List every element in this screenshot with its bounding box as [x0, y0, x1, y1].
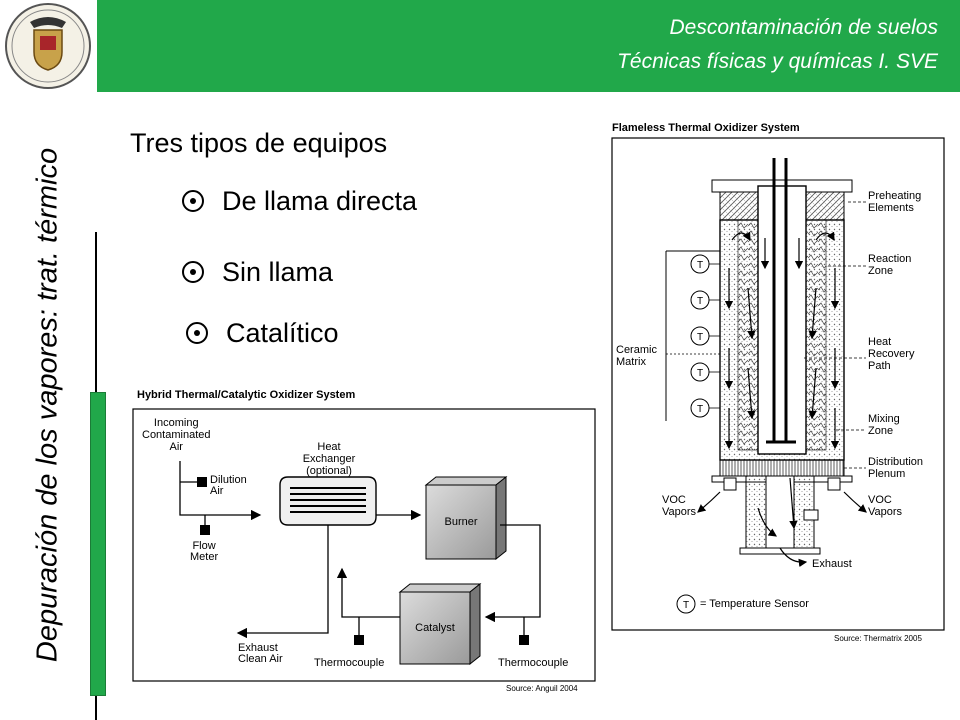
side-title: Depuración de los vapores: trat. térmico — [31, 147, 64, 663]
bullet-icon — [182, 190, 204, 212]
sensor-icon: T — [697, 332, 703, 343]
bullet-label: De llama directa — [222, 186, 418, 216]
thermocouple-right-label: Thermocouple — [498, 657, 569, 669]
burner-label: Burner — [444, 516, 478, 528]
flameless-figure-title: Flameless Thermal Oxidizer System — [612, 122, 800, 134]
side-title-wrap: Depuración de los vapores: trat. térmico — [18, 95, 78, 715]
header-banner: Descontaminación de suelos Técnicas físi… — [97, 0, 960, 92]
exhaust-label: Exhaust — [812, 558, 852, 570]
hybrid-oxidizer-figure: Hybrid Thermal/Catalytic Oxidizer System — [130, 385, 600, 697]
bullet-icon — [186, 322, 208, 344]
bullet-item: Sin llama — [182, 257, 333, 288]
header-title: Descontaminación de suelos — [669, 16, 939, 39]
section-heading: Tres tipos de equipos — [130, 128, 388, 158]
sensor-icon: T — [697, 368, 703, 379]
bullet-item: Catalítico — [186, 318, 339, 349]
sensor-icon: T — [697, 296, 703, 307]
flameless-source: Source: Thermatrix 2005 — [834, 634, 922, 643]
sensor-legend-icon: T — [683, 600, 689, 611]
side-accent-bar — [90, 392, 106, 696]
sensor-icon: T — [697, 404, 703, 415]
bullet-label: Sin llama — [222, 257, 334, 287]
hybrid-figure-title: Hybrid Thermal/Catalytic Oxidizer System — [137, 389, 356, 401]
sensor-legend-label: = Temperature Sensor — [700, 598, 809, 610]
thermocouple-left-label: Thermocouple — [314, 657, 385, 669]
bullet-icon — [182, 261, 204, 283]
catalyst-label: Catalyst — [415, 622, 455, 634]
university-logo — [0, 0, 97, 92]
bullet-label: Catalítico — [226, 318, 339, 348]
bullet-item: De llama directa — [182, 186, 417, 217]
sensor-icon: T — [697, 260, 703, 271]
hybrid-source: Source: Anguil 2004 — [506, 684, 578, 693]
header-subtitle: Técnicas físicas y químicas I. SVE — [617, 50, 938, 73]
flameless-oxidizer-figure: Flameless Thermal Oxidizer System — [608, 118, 948, 646]
